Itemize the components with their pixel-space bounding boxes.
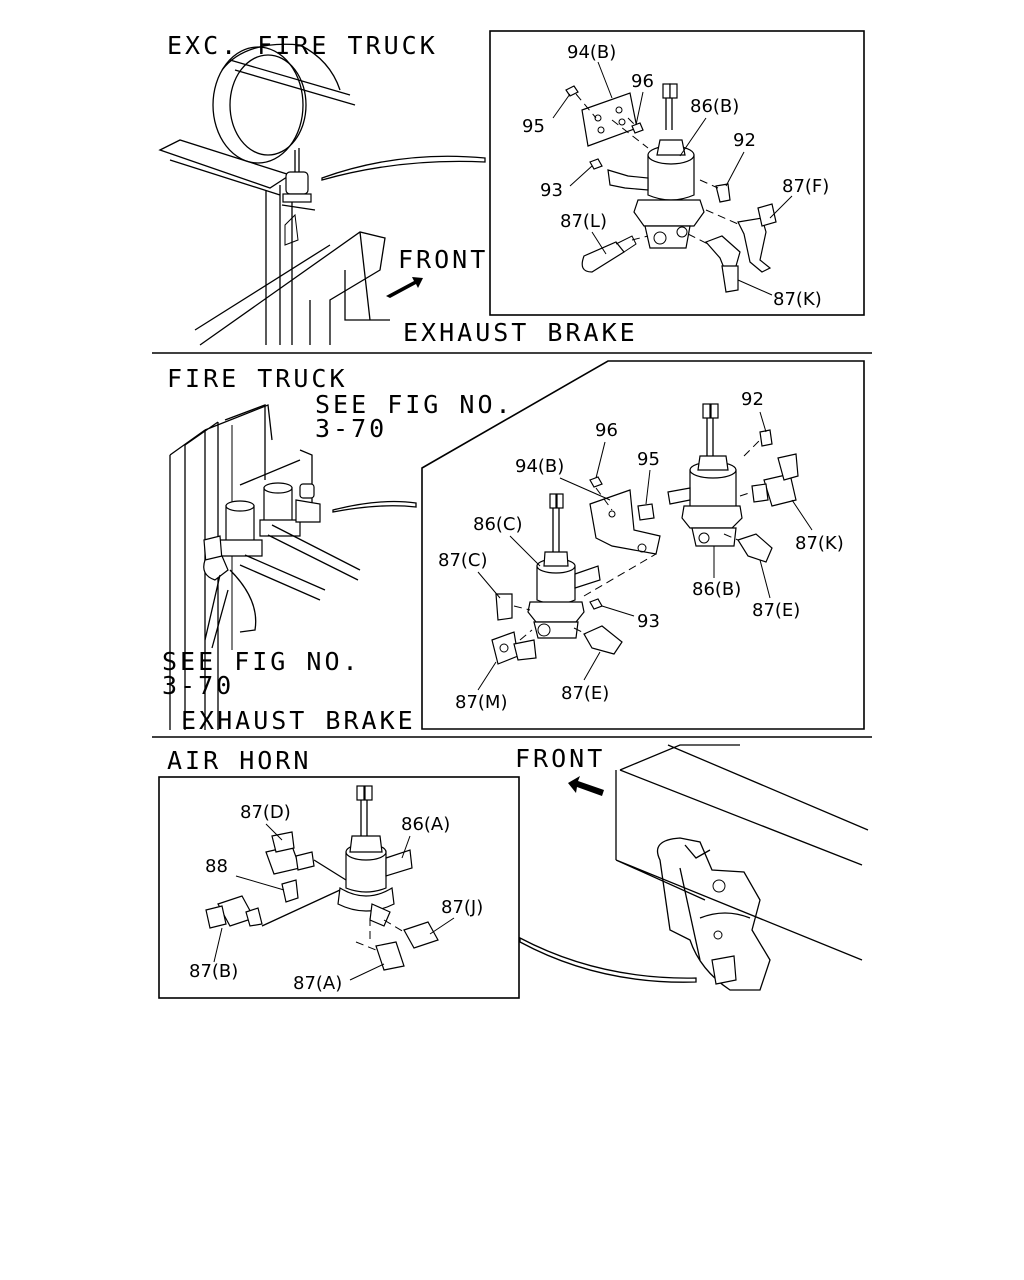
detail-box [158, 776, 520, 999]
exhaust-brake-valve-detail [565, 83, 777, 293]
fitting-87k [704, 235, 741, 269]
part-label: 96 [631, 71, 654, 92]
part-label: 86(A) [401, 814, 450, 835]
part-label: 94(B) [567, 42, 616, 63]
see-fig-reference: 3-70 [162, 671, 234, 700]
section-air-horn: AIR HORN FRONT [158, 744, 869, 999]
part-label: 87(A) [293, 973, 342, 994]
fitting-87l [581, 241, 625, 273]
part-label: 87(C) [438, 550, 488, 571]
part-label: 95 [522, 116, 545, 137]
fitting-87f [737, 217, 772, 273]
part-label: 88 [205, 856, 228, 877]
fitting-87c [495, 593, 513, 621]
detail-box [421, 360, 865, 730]
part-label: 87(L) [560, 211, 607, 232]
see-fig-reference: SEE FIG NO. [315, 390, 514, 419]
part-label: 86(C) [473, 514, 523, 535]
part-label: 92 [733, 130, 756, 151]
solenoid-valve-86b [607, 83, 705, 249]
fitting-87a [375, 941, 405, 971]
bracket-94b [589, 489, 661, 555]
part-label: 93 [637, 611, 660, 632]
part-label: 93 [540, 180, 563, 201]
part-label: 87(E) [561, 683, 609, 704]
part-label: 87(K) [795, 533, 844, 554]
caption: EXHAUST BRAKE [181, 706, 416, 735]
caption: EXHAUST BRAKE [403, 318, 638, 347]
air-horn-valve-detail [205, 785, 439, 971]
part-label: 87(B) [189, 961, 238, 982]
fitting-87j [403, 921, 439, 949]
solenoid-valve-86c [527, 493, 601, 639]
bracket-94b [581, 92, 638, 147]
dual-solenoid-valve-detail [491, 403, 799, 665]
section-exc-fire-truck: EXC. FIRE TRUCK FRONT [158, 30, 865, 347]
part-label: 95 [637, 449, 660, 470]
front-label: FRONT [398, 245, 488, 274]
section-heading: FIRE TRUCK [167, 364, 348, 393]
see-fig-reference: SEE FIG NO. [162, 647, 361, 676]
fitting-87k [763, 473, 797, 507]
chassis-overview-illustration [158, 43, 486, 346]
part-label: 87(D) [240, 802, 291, 823]
part-label: 87(K) [773, 289, 822, 310]
fitting-87e [737, 533, 773, 563]
detail-box [489, 30, 865, 316]
solenoid-valve-86a [337, 785, 413, 927]
part-label: 87(E) [752, 600, 800, 621]
plug-88 [281, 879, 299, 903]
part-label: 86(B) [692, 579, 741, 600]
front-arrow-icon [386, 277, 423, 298]
see-fig-reference: 3-70 [315, 414, 387, 443]
solenoid-valve-86b [667, 403, 743, 547]
front-arrow-icon [568, 776, 604, 796]
fire-truck-overview-illustration [169, 404, 417, 730]
part-label: 87(M) [455, 692, 507, 713]
part-label: 87(F) [782, 176, 829, 197]
section-heading: AIR HORN [167, 746, 311, 775]
part-label: 94(B) [515, 456, 564, 477]
part-label: 96 [595, 420, 618, 441]
fitting-87e [583, 625, 623, 655]
fitting-87m [491, 631, 519, 665]
section-fire-truck: FIRE TRUCK SEE FIG NO. 3-70 SEE FIG NO. … [162, 360, 865, 735]
part-label: 86(B) [690, 96, 739, 117]
frame-crossmember-illustration [519, 744, 869, 991]
front-label: FRONT [515, 744, 605, 773]
part-label: 92 [741, 389, 764, 410]
part-label: 87(J) [441, 897, 483, 918]
